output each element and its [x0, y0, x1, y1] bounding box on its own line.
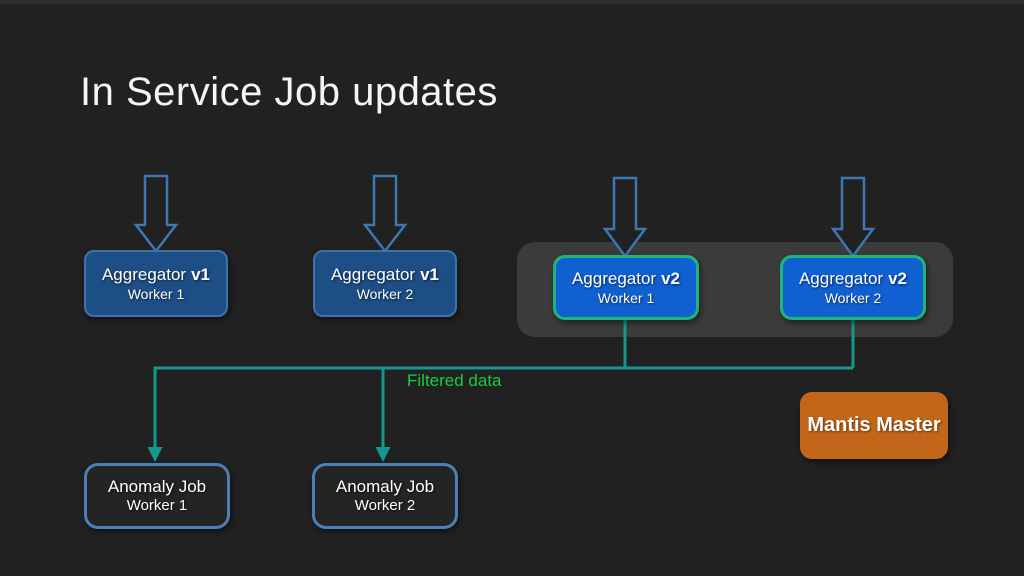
- filtered-data-connector: [153, 318, 855, 449]
- input-arrow-icon: [602, 176, 648, 259]
- node-version-text: v2: [888, 268, 908, 288]
- node-anomaly-job-worker2: Anomaly Job Worker 2: [312, 463, 458, 529]
- connector-arrowhead-icon: [147, 447, 163, 462]
- node-subtitle: Worker 1: [597, 289, 655, 306]
- top-edge-highlight: [0, 0, 1024, 4]
- input-arrow-icon: [830, 176, 876, 259]
- node-title-text: Aggregator: [798, 268, 884, 288]
- node-title-text: Anomaly Job: [335, 477, 435, 496]
- slide-title: In Service Job updates: [80, 70, 498, 114]
- node-version-text: v1: [420, 264, 440, 284]
- node-title-text: Aggregator: [101, 264, 187, 284]
- node-subtitle: Worker 2: [354, 497, 416, 514]
- node-title-text: Anomaly Job: [107, 477, 207, 496]
- node-anomaly-job-worker1: Anomaly Job Worker 1: [84, 463, 230, 529]
- node-title: Anomaly Job: [108, 477, 206, 497]
- input-arrow-icon: [133, 174, 179, 254]
- node-title-text: Aggregator: [330, 264, 416, 284]
- node-version-text: v2: [661, 268, 681, 288]
- input-arrow-icon: [362, 174, 408, 254]
- node-title-text: Aggregator: [571, 268, 657, 288]
- node-subtitle: Worker 2: [824, 289, 882, 306]
- node-subtitle: Worker 1: [126, 497, 188, 514]
- node-mantis-master: Mantis Master: [800, 392, 948, 459]
- node-subtitle: Worker 2: [356, 285, 414, 302]
- node-title: Anomaly Job: [336, 477, 434, 497]
- filtered-data-label: Filtered data: [407, 371, 502, 390]
- node-subtitle: Worker 1: [127, 285, 185, 302]
- node-version-text: v1: [191, 264, 211, 284]
- connector-arrowhead-icon: [375, 447, 391, 462]
